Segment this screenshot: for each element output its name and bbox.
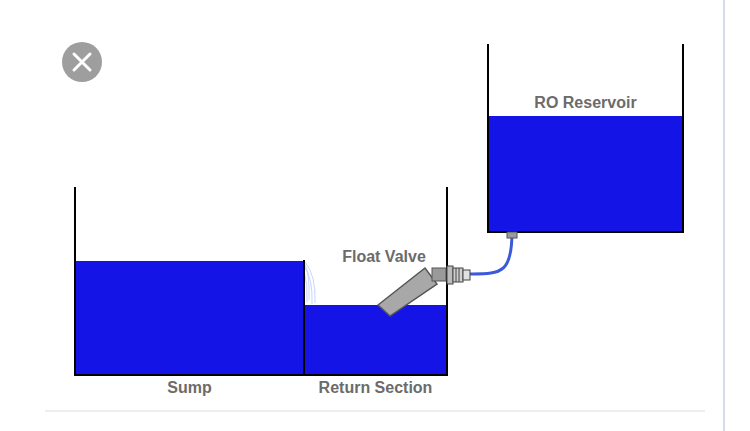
bulkhead-nut [447,266,453,284]
valve-stem [432,268,446,281]
return-water [305,305,446,375]
reservoir-water [488,116,683,232]
float-valve-body [378,268,437,316]
sump-water [75,261,304,375]
close-icon [62,42,102,82]
frame-line [723,0,725,431]
bulkhead-fitting [453,268,463,282]
tank-region: RO Reservoir [488,44,683,232]
tank-walls [75,44,683,375]
tank-label: Float Valve [342,248,426,266]
tank-label: RO Reservoir [534,94,636,112]
tank-region: Sump [75,187,304,400]
tank-region: Return Section Float Valve [304,187,447,400]
outlet-fitting [507,232,517,238]
tank-label: Sump [167,379,211,397]
overflow-stream [304,262,315,304]
close-cross [74,54,90,70]
barb-fitting [463,270,470,280]
tank-region: Float Valve [326,246,442,318]
fitting-thread [456,268,459,282]
tank-label: Return Section [319,379,433,397]
separator-line [45,411,705,412]
